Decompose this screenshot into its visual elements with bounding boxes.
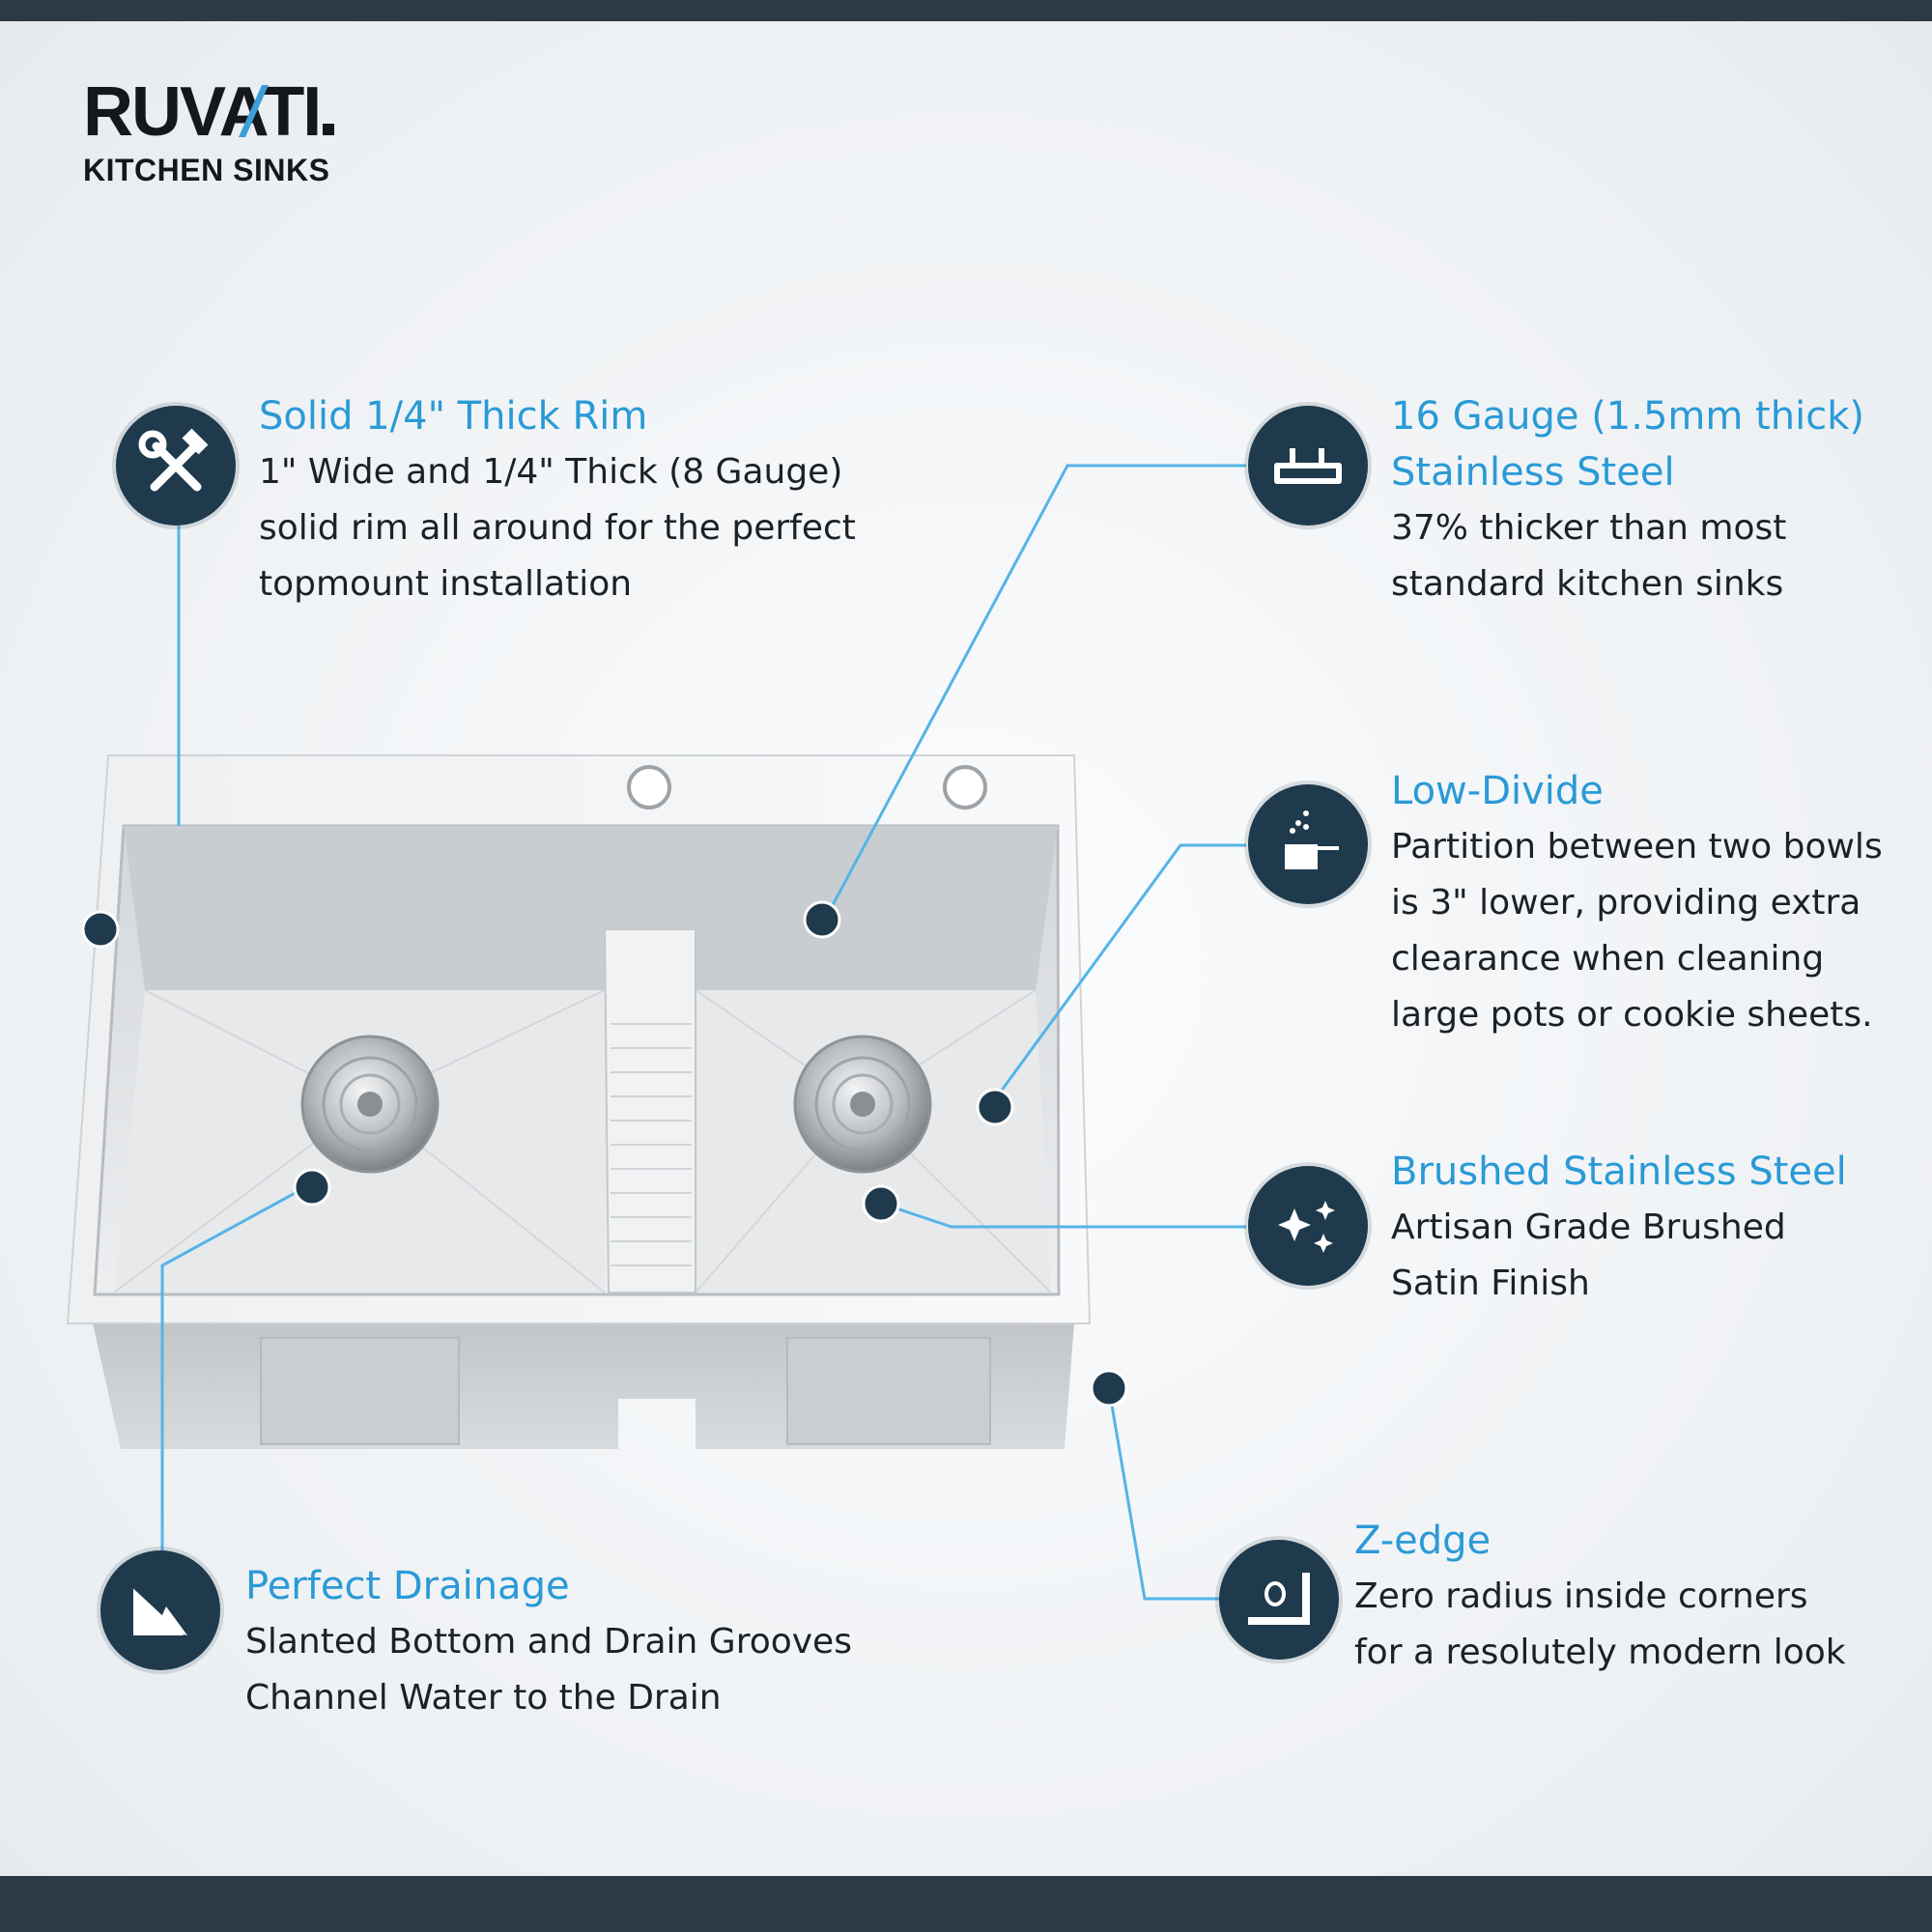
feature-zedge: Z-edge Zero radius inside corners for a … [1354, 1513, 1915, 1681]
thickness-icon [1248, 406, 1368, 526]
feature-title: Solid 1/4" Thick Rim [259, 394, 648, 439]
divide-texture [611, 1023, 692, 1266]
sparkle-icon [1248, 1166, 1368, 1286]
anchor-dot-brushed [862, 1184, 900, 1223]
bowl-side-panel-right [786, 1337, 991, 1445]
feature-brushed: Brushed Stainless Steel Artisan Grade Br… [1391, 1144, 1913, 1312]
tools-icon [116, 406, 236, 526]
feature-desc-line: solid rim all around for the perfect [259, 508, 856, 548]
top-frame-bar [0, 0, 1932, 21]
feature-desc-line: Partition between two bowls [1391, 827, 1883, 867]
feature-desc-line: 37% thicker than most [1391, 508, 1787, 548]
brand-logo: RUVATI KITCHEN SINKS [83, 77, 335, 188]
feature-desc-line: for a resolutely modern look [1354, 1633, 1846, 1672]
feature-desc-line: 1" Wide and 1/4" Thick (8 Gauge) [259, 452, 843, 492]
low-divide-icon [1248, 784, 1368, 904]
anchor-dot-drainage [293, 1168, 331, 1207]
anchor-dot-rim [81, 910, 120, 949]
connector-divide [988, 843, 1246, 1107]
feature-divide: Low-Divide Partition between two bowls i… [1391, 763, 1913, 1043]
feature-desc-line: Satin Finish [1391, 1264, 1590, 1303]
drain-groove [695, 989, 1052, 1293]
connector-gauge [824, 464, 1246, 919]
bottom-frame-bar [0, 1876, 1932, 1932]
faucet-hole-right [943, 765, 987, 810]
low-divide-partition [603, 928, 696, 1293]
anchor-dot-divide [976, 1088, 1014, 1126]
feature-title: 16 Gauge (1.5mm thick) [1391, 394, 1864, 439]
drain-right [793, 1035, 932, 1174]
anchor-dot-zedge [1090, 1369, 1128, 1407]
feature-title: Low-Divide [1391, 769, 1604, 813]
feature-desc-line: Zero radius inside corners [1354, 1577, 1808, 1616]
feature-desc-line: large pots or cookie sheets. [1391, 995, 1873, 1035]
feature-drainage: Perfect Drainage Slanted Bottom and Drai… [245, 1558, 980, 1726]
faucet-hole-left [627, 765, 671, 810]
feature-rim: Solid 1/4" Thick Rim 1" Wide and 1/4" Th… [259, 388, 935, 612]
basin-back-wall [124, 826, 1058, 990]
brand-name: RUVATI [83, 73, 322, 151]
connector-zedge [1107, 1387, 1222, 1601]
logo-dot [323, 124, 335, 135]
feature-desc-line: clearance when cleaning [1391, 939, 1825, 979]
feature-desc-line: topmount installation [259, 564, 633, 604]
feature-desc-line: is 3" lower, providing extra [1391, 883, 1861, 923]
feature-title: Brushed Stainless Steel [1391, 1150, 1847, 1194]
connector-drainage [160, 1182, 312, 1553]
drain-left [300, 1035, 440, 1174]
feature-desc-line: Artisan Grade Brushed [1391, 1208, 1786, 1247]
feature-title: Z-edge [1354, 1519, 1492, 1563]
feature-gauge: 16 Gauge (1.5mm thick) Stainless Steel 3… [1391, 388, 1913, 612]
anchor-dot-gauge [803, 900, 841, 939]
brand-tagline: KITCHEN SINKS [83, 153, 330, 187]
connector-brushed [878, 1201, 1246, 1229]
drain-groove [113, 989, 606, 1293]
slope-icon [100, 1550, 220, 1670]
feature-desc-line: Slanted Bottom and Drain Grooves [245, 1622, 852, 1662]
feature-title: Stainless Steel [1391, 450, 1675, 495]
bowl-side-panel-left [260, 1337, 460, 1445]
corner-icon [1219, 1540, 1339, 1660]
feature-desc-line: standard kitchen sinks [1391, 564, 1784, 604]
feature-desc-line: Channel Water to the Drain [245, 1678, 722, 1718]
feature-title: Perfect Drainage [245, 1564, 570, 1608]
